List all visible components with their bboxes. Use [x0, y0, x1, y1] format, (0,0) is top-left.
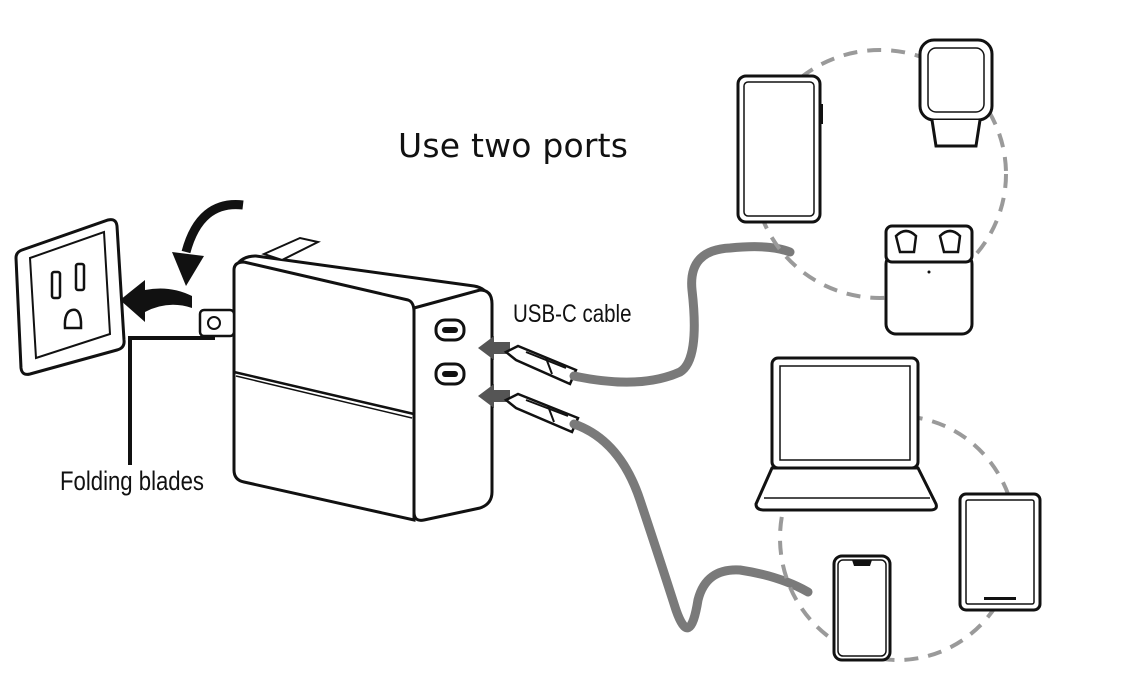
- tablet-icon: [958, 492, 1042, 612]
- plug-in-arrow-icon: [120, 280, 192, 322]
- laptop-icon: [754, 356, 938, 512]
- charger-icon: [198, 236, 494, 522]
- usb-c-connector-icon: [503, 392, 580, 434]
- usb-c-port-icon: [434, 362, 466, 386]
- smartphone-icon: [736, 74, 823, 224]
- usb-c-cable: [569, 242, 813, 633]
- folding-blades-label: Folding blades: [60, 466, 205, 496]
- usb-c-port-icon: [434, 318, 466, 342]
- smartwatch-icon: [918, 38, 994, 148]
- usb-c-connector-icon: [503, 344, 578, 386]
- wall-outlet-icon: [14, 218, 126, 376]
- device-group-one: [736, 38, 1008, 336]
- fold-arrow-icon: [172, 200, 244, 286]
- blades-pointer: [128, 336, 215, 465]
- smartphone-icon: [832, 554, 892, 662]
- diagram-title: Use two ports: [398, 126, 629, 165]
- earbuds-case-icon: [884, 224, 974, 336]
- port-arrow-icon: [478, 336, 510, 408]
- usb-c-cable-label: USB-C cable: [513, 300, 632, 328]
- device-group-two: [754, 356, 1042, 662]
